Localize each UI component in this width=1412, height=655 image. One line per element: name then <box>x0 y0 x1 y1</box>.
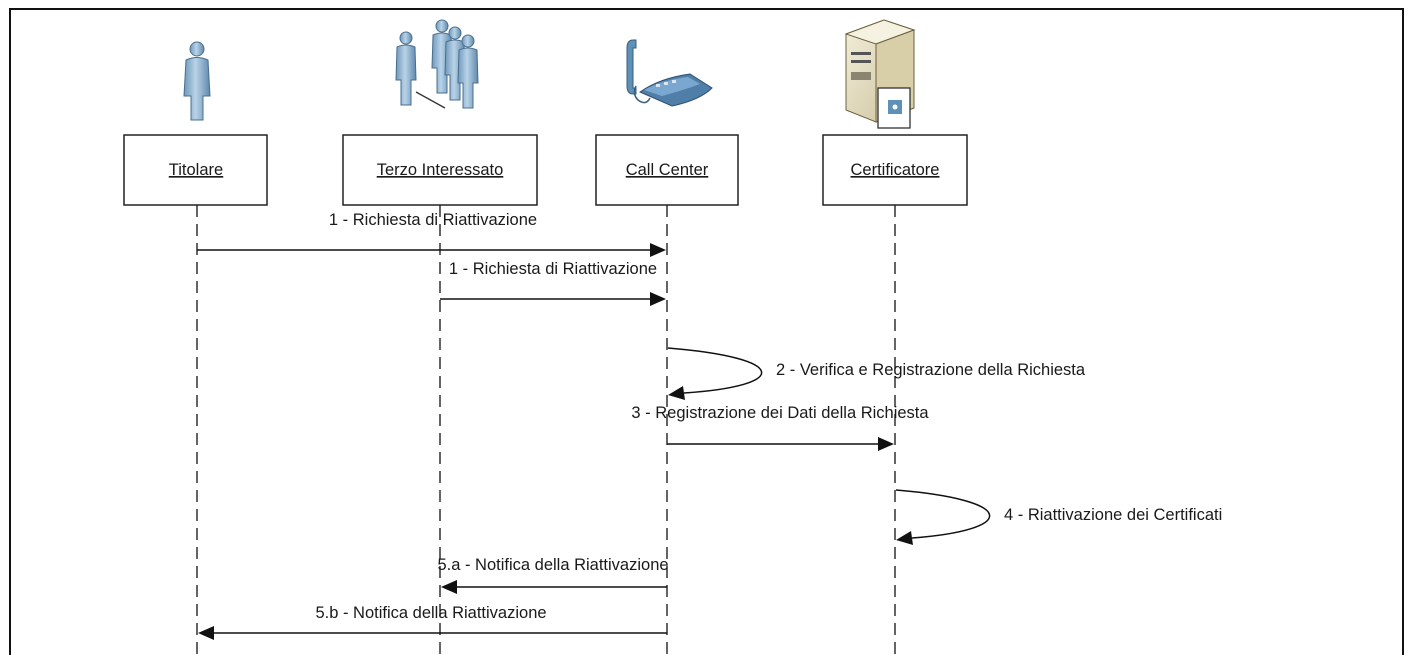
message-label: 1 - Richiesta di Riattivazione <box>329 211 537 229</box>
message-4-self: 4 - Riattivazione dei Certificati <box>895 489 1222 545</box>
message-3: 3 - Registrazione dei Dati della Richies… <box>631 404 929 451</box>
arrowhead-icon <box>896 531 913 545</box>
message-1-titolare: 1 - Richiesta di Riattivazione <box>197 211 666 257</box>
outer-border <box>9 8 1404 655</box>
group-of-people-icon <box>395 19 479 109</box>
arrowhead-icon <box>668 386 685 400</box>
message-label: 5.b - Notifica della Riattivazione <box>315 604 546 622</box>
participant-certificatore: Certificatore <box>822 134 968 206</box>
message-label: 1 - Richiesta di Riattivazione <box>449 260 657 278</box>
participant-label: Call Center <box>626 161 709 179</box>
message-label: 4 - Riattivazione dei Certificati <box>1004 506 1222 524</box>
person-icon <box>183 41 211 121</box>
participant-call-center: Call Center <box>595 134 739 206</box>
arrowhead-icon <box>650 292 666 306</box>
arrowhead-icon <box>878 437 894 451</box>
arrowhead-icon <box>198 626 214 640</box>
participant-label: Titolare <box>169 161 223 179</box>
participant-label: Certificatore <box>851 161 940 179</box>
participant-terzo-interessato: Terzo Interessato <box>342 134 538 206</box>
message-2-self: 2 - Verifica e Registrazione della Richi… <box>667 347 1086 400</box>
server-icon <box>844 19 916 129</box>
arrowhead-icon <box>441 580 457 594</box>
telephone-icon <box>626 39 713 107</box>
message-5a: 5.a - Notifica della Riattivazione <box>437 556 669 594</box>
participant-titolare: Titolare <box>123 134 268 206</box>
message-label: 2 - Verifica e Registrazione della Richi… <box>776 361 1086 379</box>
arrowhead-icon <box>650 243 666 257</box>
message-1-terzo: 1 - Richiesta di Riattivazione <box>440 260 666 306</box>
message-5b: 5.b - Notifica della Riattivazione <box>198 604 667 640</box>
participant-label: Terzo Interessato <box>377 161 504 179</box>
message-label: 3 - Registrazione dei Dati della Richies… <box>631 404 929 422</box>
message-label: 5.a - Notifica della Riattivazione <box>437 556 668 574</box>
